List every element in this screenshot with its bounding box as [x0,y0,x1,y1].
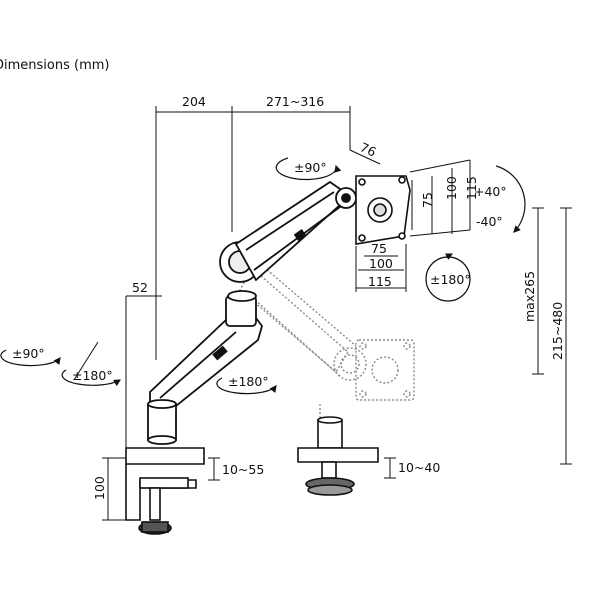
vesa-plate [355,175,411,245]
dim-pole-offset: 52 [132,280,148,295]
rot-screen-rotate: ±180° [430,272,471,287]
dim-vesa-115-v: 115 [464,176,479,200]
rot-tilt-up: +40° [474,184,507,199]
rot-vesa-swivel: ±90° [294,160,327,175]
rot-elbow-swivel: ±180° [228,374,269,389]
desk-clamp [125,447,205,535]
dim-clamp-thickness: 10~55 [222,462,264,477]
dim-height-range: 215~480 [550,302,565,360]
dim-arm-reach-2: 271~316 [266,94,324,109]
dim-arm-reach-1: 204 [182,94,206,109]
diagram-title: Dimensions (mm) [0,58,110,73]
dim-vesa-75-h: 75 [371,241,387,256]
dim-vesa-115-h: 115 [368,274,392,289]
dim-vesa-100-v: 100 [444,176,459,200]
dim-clamp-height: 100 [92,476,107,500]
rot-base-swivel: ±90° [12,346,45,361]
rot-lower-arm-swivel: ±180° [72,368,113,383]
dim-height-max: max265 [522,271,537,322]
dim-vesa-offset: 76 [358,139,379,159]
dim-vesa-75-v: 75 [420,192,435,208]
dimension-lines [73,106,572,521]
rot-tilt-down: -40° [476,214,503,229]
dim-vesa-100-h: 100 [369,256,393,271]
dim-grommet-thickness: 10~40 [398,460,440,475]
main-arm [147,180,357,445]
grommet-mount [297,416,379,496]
rotation-arrows [0,157,526,395]
